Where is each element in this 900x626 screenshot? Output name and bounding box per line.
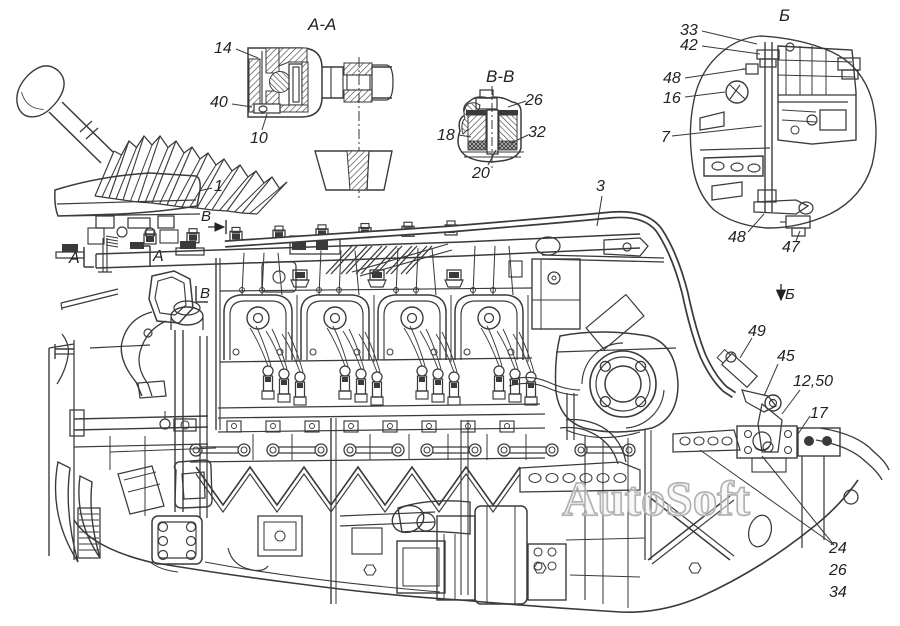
svg-text:16: 16 xyxy=(663,90,681,107)
svg-text:20: 20 xyxy=(471,165,490,182)
svg-text:1: 1 xyxy=(214,178,223,195)
svg-text:7: 7 xyxy=(661,129,671,146)
svg-text:А: А xyxy=(68,250,80,267)
svg-text:10: 10 xyxy=(250,130,268,147)
svg-text:В: В xyxy=(201,208,211,225)
svg-text:42: 42 xyxy=(680,37,698,54)
svg-text:26: 26 xyxy=(828,562,847,579)
svg-text:17: 17 xyxy=(810,405,829,422)
svg-text:В-В: В-В xyxy=(486,67,514,86)
svg-text:45: 45 xyxy=(777,348,795,365)
svg-text:49: 49 xyxy=(748,323,766,340)
svg-text:А-А: А-А xyxy=(307,15,336,34)
svg-text:Б: Б xyxy=(785,286,795,303)
svg-text:А: А xyxy=(152,248,164,265)
svg-text:32: 32 xyxy=(528,124,546,141)
svg-text:26: 26 xyxy=(524,92,543,109)
svg-text:В: В xyxy=(200,285,210,302)
svg-text:47: 47 xyxy=(782,239,801,256)
svg-text:48: 48 xyxy=(728,229,746,246)
svg-text:48: 48 xyxy=(663,70,681,87)
svg-text:18: 18 xyxy=(437,127,455,144)
svg-text:34: 34 xyxy=(829,584,847,601)
svg-text:3: 3 xyxy=(596,178,605,195)
svg-text:Б: Б xyxy=(779,6,790,25)
svg-text:14: 14 xyxy=(214,40,232,57)
svg-text:AutoSoft: AutoSoft xyxy=(562,471,751,526)
svg-text:12,50: 12,50 xyxy=(793,373,833,390)
svg-text:33: 33 xyxy=(680,22,698,39)
svg-text:40: 40 xyxy=(210,94,228,111)
